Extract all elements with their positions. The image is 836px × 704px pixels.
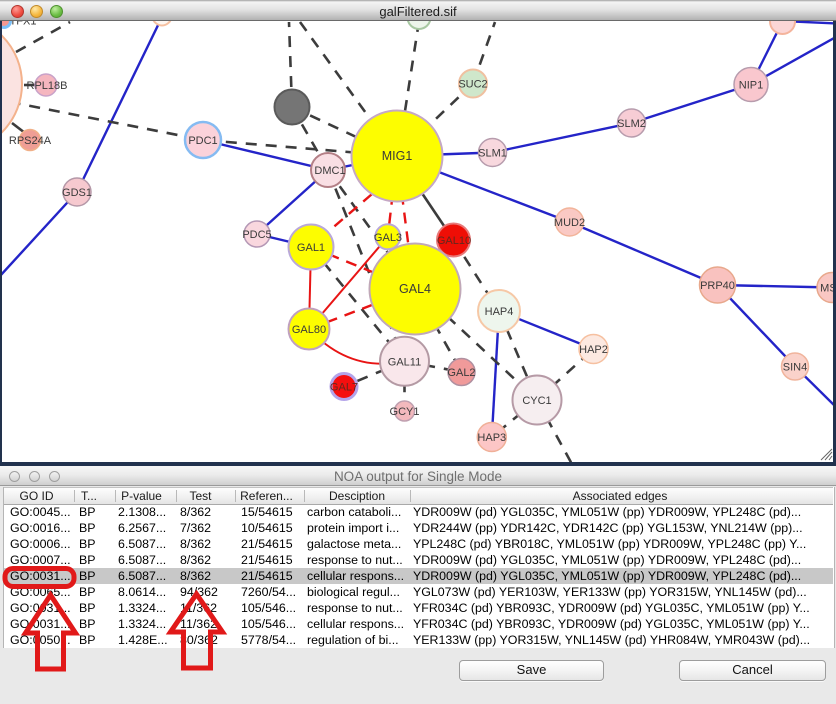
svg-text:GAL2: GAL2	[447, 367, 475, 379]
svg-text:GAL1: GAL1	[297, 242, 325, 254]
svg-text:MSI1: MSI1	[820, 283, 833, 295]
svg-text:GAL80: GAL80	[292, 324, 326, 336]
svg-text:SLM2: SLM2	[617, 118, 646, 130]
svg-text:MUD2: MUD2	[554, 217, 585, 229]
svg-text:HAP2: HAP2	[579, 344, 608, 356]
svg-text:DMC1: DMC1	[314, 165, 345, 177]
svg-text:GAL4: GAL4	[399, 282, 431, 296]
svg-text:GCY1: GCY1	[390, 406, 420, 418]
svg-text:RPL18B: RPL18B	[27, 80, 68, 92]
svg-text:PDC5: PDC5	[242, 229, 271, 241]
svg-text:GAL7: GAL7	[330, 382, 358, 394]
svg-text:NIP1: NIP1	[739, 80, 763, 92]
svg-text:GAL11: GAL11	[388, 356, 421, 368]
svg-text:RPS24A: RPS24A	[9, 135, 52, 147]
svg-text:GAL10: GAL10	[437, 235, 471, 247]
svg-text:HAP4: HAP4	[485, 306, 514, 318]
svg-text:SIN4: SIN4	[783, 362, 807, 374]
svg-text:PDC1: PDC1	[188, 135, 217, 147]
svg-text:CYC1: CYC1	[522, 395, 551, 407]
svg-text:SLM1: SLM1	[478, 148, 507, 160]
svg-text:GDS1: GDS1	[62, 187, 92, 199]
svg-text:SUC2: SUC2	[458, 79, 487, 91]
svg-text:PRP40: PRP40	[700, 280, 735, 292]
svg-text:HAP3: HAP3	[477, 432, 506, 444]
svg-text:GAL3: GAL3	[374, 232, 402, 244]
svg-text:MIG1: MIG1	[382, 149, 413, 163]
svg-text:TFX1: TFX1	[10, 21, 37, 28]
